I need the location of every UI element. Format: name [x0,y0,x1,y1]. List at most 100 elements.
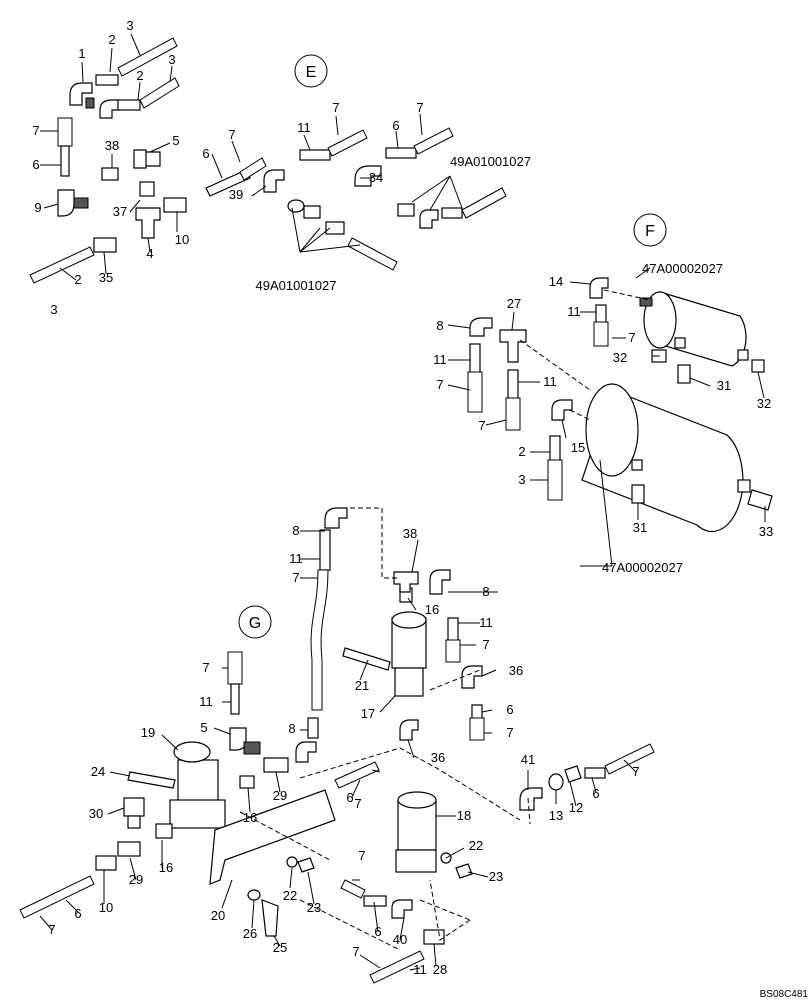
tube [385,147,417,159]
callout-number: 11 [413,962,427,977]
callout-number: 11 [479,615,493,630]
hose-spring [461,187,507,219]
hose-spring [369,950,425,984]
callout-number: 16 [243,810,257,825]
tube [469,343,481,375]
callout-number: 28 [433,962,447,977]
part-code-large-tank: 47A00002027 [602,560,683,575]
callout-number: 6 [32,157,39,172]
callout-number: 14 [549,274,563,289]
hose-spring [445,639,461,663]
callout-number: 7 [482,637,489,652]
nut [297,857,315,873]
hose-spring [604,743,655,775]
callout-number: 7 [202,660,209,675]
callout-number: 1 [78,46,85,61]
hose-spring [239,157,267,181]
callout-number: 7 [48,922,55,937]
elbow-fitting [354,165,382,187]
check-valve [397,203,415,217]
callout-number: 26 [243,926,257,941]
callout-number: 34 [369,170,383,185]
callout-number: 8 [436,318,443,333]
tee-fitting [117,841,141,857]
callout-number: 13 [549,808,563,823]
callout-number: 7 [292,570,299,585]
hose-spring [340,879,366,899]
elbow-fitting [324,507,348,529]
section-f-label: F [645,223,655,240]
callout-number: 11 [289,551,303,566]
callout-number: 11 [433,352,447,367]
routing-lines-g [239,507,531,951]
tube [307,717,319,739]
large-tank-end [585,383,639,477]
nut [85,97,95,109]
leader-lines-g [39,530,637,971]
callout-number: 10 [175,232,189,247]
tube [507,369,519,401]
washer [287,199,305,213]
callout-number: 11 [567,304,581,319]
tank-port [737,479,751,493]
elbow-fitting [399,719,419,741]
section-f-marker [633,213,667,247]
elbow-fitting [57,189,75,217]
callout-number: 21 [355,678,369,693]
callout-number: 5 [172,133,179,148]
part-code-check-valves-bottom: 49A01001027 [256,278,337,293]
elbow-fitting [429,569,451,595]
nut [564,765,582,783]
callout-number: 36 [431,750,445,765]
callout-number: 11 [543,374,557,389]
straight-fitting [95,855,117,871]
relay-valve-top [391,611,427,629]
callout-number: 7 [354,796,361,811]
tube [549,435,561,463]
callout-number: 37 [113,204,127,219]
callout-number: 24 [91,764,105,779]
callout-number: 17 [361,706,375,721]
bolt [261,899,279,937]
washer [247,889,261,901]
check-valve [325,221,345,235]
hose-spring [117,37,178,77]
callout-number: 7 [436,377,443,392]
callout-number: 2 [108,32,115,47]
callout-number: 29 [129,872,143,887]
callout-number: 7 [628,330,635,345]
plug [751,359,765,373]
tube [205,169,251,197]
tee-fitting [133,149,161,169]
tube [60,145,70,177]
elbow-fitting [263,169,285,193]
callout-number: 39 [229,187,243,202]
hose-spring [547,459,563,501]
callout-number: 29 [273,788,287,803]
callout-number: 3 [168,52,175,67]
section-f: F 47A00002027 47A0000 [447,213,773,575]
callout-number: 7 [632,764,639,779]
valve-base [395,849,437,873]
callout-number: 6 [392,118,399,133]
tube [299,149,331,161]
callout-number: 22 [469,838,483,853]
tee-fitting [135,207,161,239]
hose-spring [139,77,180,109]
callout-number: 38 [105,138,119,153]
check-valve [303,205,321,219]
tank-port [737,349,749,361]
callout-number: 31 [717,378,731,393]
callout-number: 7 [352,944,359,959]
tube [363,895,387,907]
nut [455,863,473,879]
section-g-label: G [249,615,261,632]
callout-number: 33 [759,524,773,539]
elbow-fitting [391,899,413,919]
hose-spring [467,371,483,413]
leader-lines-e [40,33,463,281]
hose-spring [505,397,521,431]
